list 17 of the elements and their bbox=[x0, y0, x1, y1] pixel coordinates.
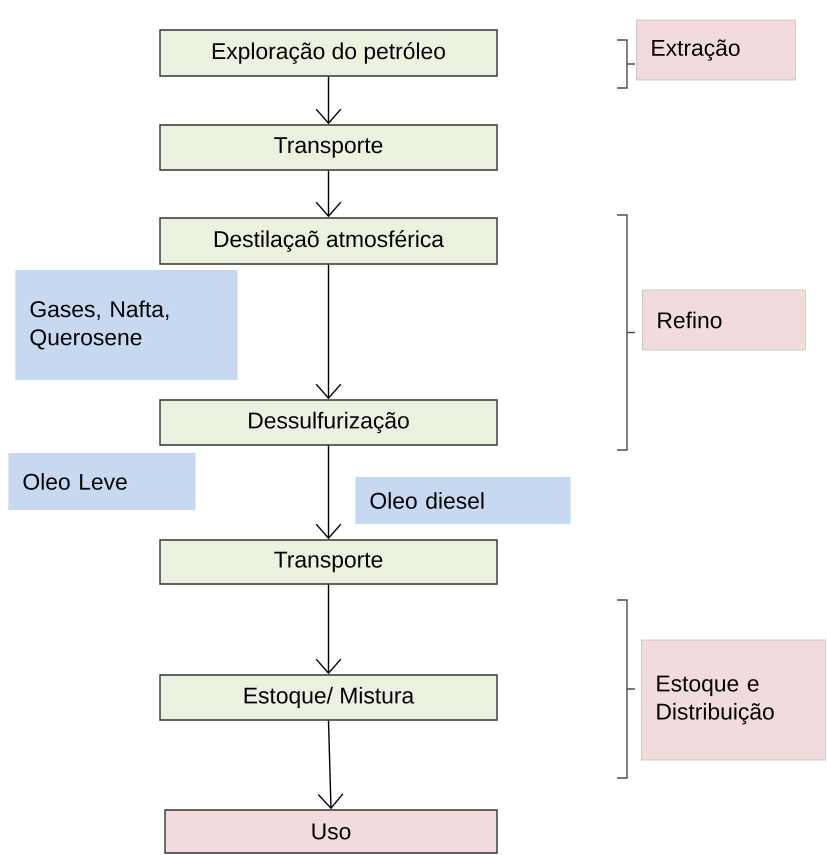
process-box: Exploração do petróleo bbox=[159, 29, 498, 77]
product-box: Oleo Leve bbox=[8, 453, 196, 510]
arrow bbox=[318, 720, 344, 810]
stage-box: Estoque e Distribuição bbox=[641, 640, 826, 760]
arrow bbox=[316, 446, 342, 540]
process-box: Destilaçaõ atmosférica bbox=[159, 217, 498, 265]
process-box: Uso bbox=[164, 809, 498, 854]
product-box: Gases, Nafta, Querosene bbox=[15, 270, 238, 380]
process-box: Estoque/ Mistura bbox=[159, 674, 498, 721]
process-box: Transporte bbox=[159, 124, 498, 171]
stage-box: Extração bbox=[636, 20, 796, 80]
arrow bbox=[316, 264, 342, 400]
arrow bbox=[316, 584, 342, 674]
product-box: Oleo diesel bbox=[355, 477, 570, 524]
stage-box: Refino bbox=[642, 290, 806, 350]
process-box: Transporte bbox=[159, 539, 498, 585]
process-box: Dessulfurização bbox=[159, 399, 498, 446]
